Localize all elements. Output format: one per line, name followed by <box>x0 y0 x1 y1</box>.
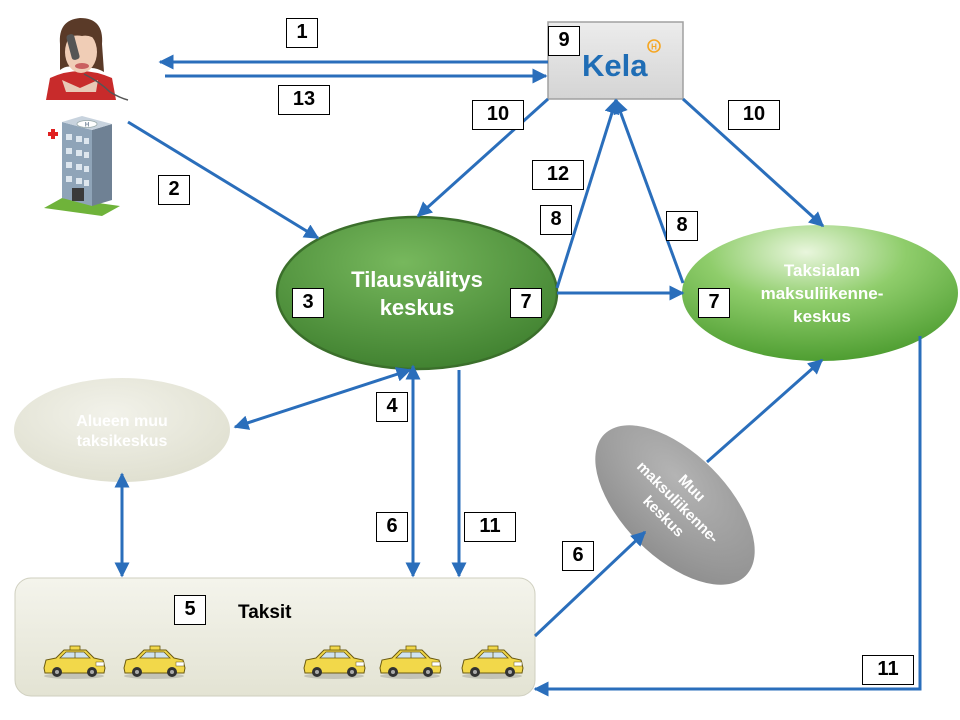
step-number-7-left: 7 <box>510 288 542 318</box>
arrow-4 <box>233 367 412 430</box>
alueen-label-line2: taksikeskus <box>77 433 168 450</box>
step-number-3: 3 <box>292 288 324 318</box>
hospital-building-icon: H <box>44 116 120 216</box>
taksialan-label-line1: Taksialan <box>784 261 860 280</box>
step-number-2: 2 <box>158 175 190 205</box>
alueen-label-line1: Alueen muu <box>76 413 168 430</box>
arrow-10-left <box>416 97 550 218</box>
step-number-11-mid: 11 <box>464 512 516 542</box>
step-number-8-left: 8 <box>540 205 572 235</box>
step-number-1: 1 <box>286 18 318 48</box>
step-number-8-right: 8 <box>666 211 698 241</box>
arrow-12-8 <box>555 98 620 289</box>
step-number-12: 12 <box>532 160 584 190</box>
kela-logo-text: Kela <box>582 48 648 83</box>
step-number-4: 4 <box>376 392 408 422</box>
arrow-muu-taksialan <box>706 358 824 464</box>
arrow-6-muu <box>533 530 647 638</box>
taksit-label: Taksit <box>238 602 292 623</box>
taksialan-label-line3: keskus <box>793 307 851 326</box>
step-number-6-right: 6 <box>562 541 594 571</box>
arrow-10-right <box>681 97 825 228</box>
tilausvalitys-label-line2: keskus <box>380 295 455 320</box>
tilausvalitys-label-line1: Tilausvälitys <box>351 267 483 292</box>
arrow-2 <box>127 120 320 240</box>
taksialan-keskus-ellipse <box>682 225 958 361</box>
svg-text:H: H <box>85 123 89 129</box>
arrow-11-bottom <box>533 336 922 697</box>
muu-maksuliikenne-ellipse <box>595 425 755 585</box>
taksialan-label-line2: maksuliikenne- <box>761 284 884 303</box>
step-number-10-right: 10 <box>728 100 780 130</box>
alueen-taksikeskus-ellipse <box>14 378 230 482</box>
step-number-6-mid: 6 <box>376 512 408 542</box>
step-number-5: 5 <box>174 595 206 625</box>
kela-logo-mark-icon <box>647 39 661 53</box>
step-number-10-left: 10 <box>472 100 524 130</box>
step-number-13: 13 <box>278 85 330 115</box>
step-number-7-right: 7 <box>698 288 730 318</box>
kela-logo-mark: H <box>651 43 657 52</box>
person-phone-icon <box>46 18 129 101</box>
step-number-9: 9 <box>548 26 580 56</box>
step-number-11-bottom: 11 <box>862 655 914 685</box>
arrow-8-right <box>613 98 685 284</box>
